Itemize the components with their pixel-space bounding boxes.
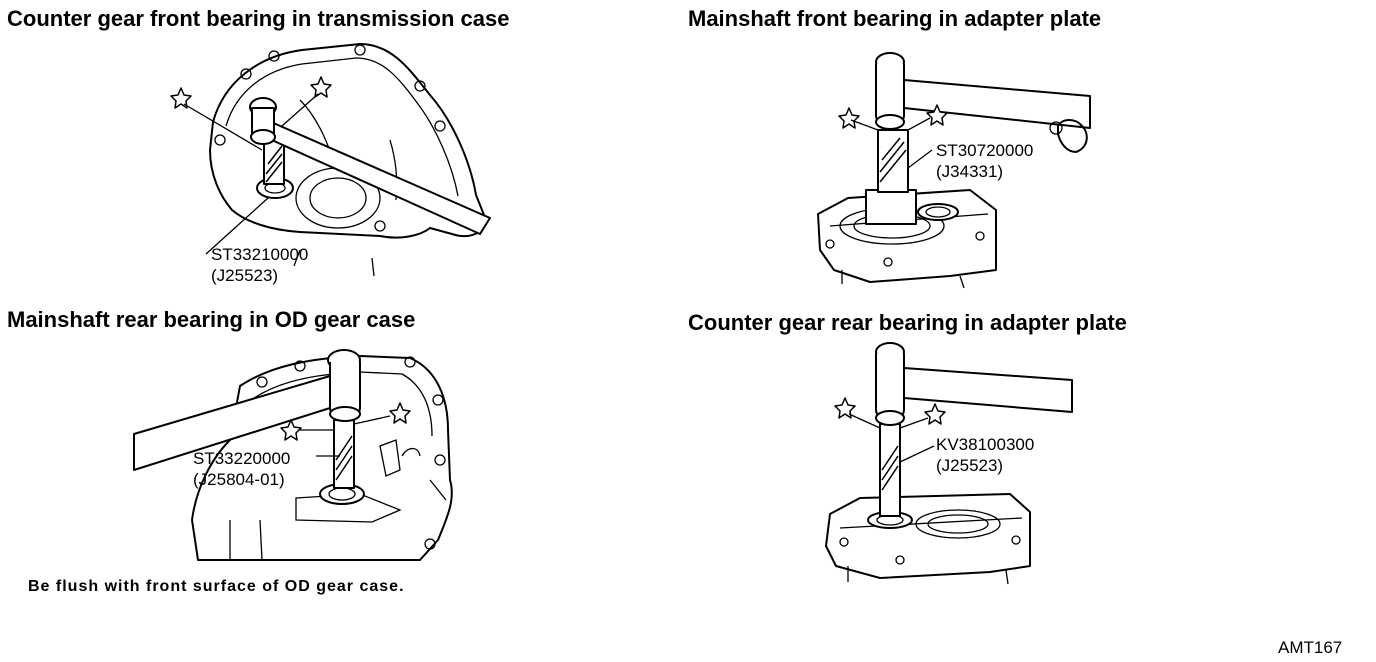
installation-note: Be flush with front surface of OD gear c… xyxy=(28,578,405,595)
tool-alt-number: (J25804-01) xyxy=(193,470,285,489)
tool-alt-number: (J25523) xyxy=(211,266,279,285)
tool-alt-number: (J25523) xyxy=(936,456,1004,475)
tool-number: KV38100300 xyxy=(936,435,1035,454)
tool-number: ST33220000 xyxy=(193,449,291,468)
tool-number: ST30720000 xyxy=(936,141,1034,160)
tool-label-st33220000: ST33220000 (J25804-01) xyxy=(193,448,290,490)
panel-title-counter-gear-front: Counter gear front bearing in transmissi… xyxy=(7,6,510,31)
tool-number: ST33210000 xyxy=(211,245,309,264)
tool-label-st30720000: ST30720000 (J34331) xyxy=(936,140,1033,182)
panel-title-counter-gear-rear: Counter gear rear bearing in adapter pla… xyxy=(688,310,1127,335)
panel-title-mainshaft-front: Mainshaft front bearing in adapter plate xyxy=(688,6,1102,31)
figure-id: AMT167 xyxy=(1278,638,1343,657)
panel-title-mainshaft-rear: Mainshaft rear bearing in OD gear case xyxy=(7,307,416,332)
tool-label-kv38100300: KV38100300 (J25523) xyxy=(936,434,1034,476)
tool-label-st33210000: ST33210000 (J25523) xyxy=(211,244,308,286)
tool-alt-number: (J34331) xyxy=(936,162,1004,181)
